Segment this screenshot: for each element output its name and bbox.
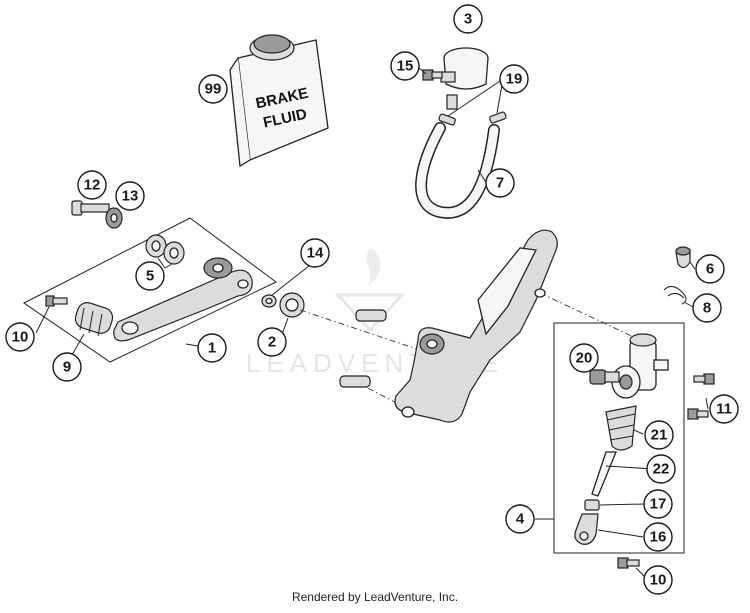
svg-text:21: 21 — [651, 427, 668, 444]
footer-credit: Rendered by LeadVenture, Inc. — [291, 590, 459, 604]
callout-4: 4 — [505, 504, 535, 534]
leader-lines — [35, 66, 709, 579]
callout-16: 16 — [643, 522, 673, 552]
callout-8: 8 — [692, 293, 722, 323]
svg-text:7: 7 — [496, 175, 504, 192]
callout-9: 9 — [52, 352, 82, 382]
lever-bearings — [145, 234, 185, 265]
brake-hose — [415, 122, 500, 219]
assembly-line-pivot — [299, 309, 421, 351]
return-spring — [279, 292, 305, 318]
push-rod — [591, 451, 617, 497]
svg-text:99: 99 — [205, 81, 222, 98]
svg-text:15: 15 — [397, 58, 414, 75]
svg-text:10: 10 — [12, 329, 29, 346]
callout-2: 2 — [257, 327, 287, 357]
bracket-pin-lower — [339, 375, 371, 388]
bracket-pin-upper — [355, 309, 387, 322]
callout-12: 12 — [77, 170, 107, 200]
pivot-washer — [105, 207, 123, 229]
svg-text:4: 4 — [516, 511, 525, 528]
svg-text:16: 16 — [650, 529, 667, 546]
lever-rubber-pad — [74, 302, 114, 337]
svg-text:2: 2 — [268, 334, 276, 351]
callout-7: 7 — [485, 168, 515, 198]
svg-text:8: 8 — [703, 300, 711, 317]
svg-text:14: 14 — [307, 245, 324, 262]
svg-text:12: 12 — [84, 177, 101, 194]
lever-group-outline — [23, 217, 277, 363]
callout-22: 22 — [646, 454, 676, 484]
callout-11: 11 — [709, 394, 739, 424]
callout-13: 13 — [115, 181, 145, 211]
lock-nut — [584, 499, 600, 511]
callout-6: 6 — [695, 254, 725, 284]
callout-21: 21 — [644, 420, 674, 450]
callout-1: 1 — [197, 333, 227, 363]
hose-clamps — [438, 111, 507, 126]
svg-text:13: 13 — [122, 188, 139, 205]
dust-boot — [605, 405, 637, 451]
callout-14: 14 — [300, 238, 330, 268]
callout-10-left: 10 — [5, 322, 35, 352]
reservoir-cap — [675, 246, 691, 269]
spring-washer — [261, 294, 277, 308]
master-cylinder-bolts — [687, 373, 715, 420]
callout-20: 20 — [569, 343, 599, 373]
brake-lever — [113, 257, 253, 342]
watermark-flame-icon — [366, 248, 381, 286]
hose-clip — [663, 286, 687, 305]
callout-15: 15 — [390, 51, 420, 81]
clevis-bolt — [617, 557, 640, 569]
fluid-reservoir — [440, 47, 489, 110]
callout-99: 99 — [198, 74, 228, 104]
master-cylinder — [611, 333, 669, 399]
svg-text:9: 9 — [63, 359, 71, 376]
svg-text:22: 22 — [653, 461, 670, 478]
svg-text:20: 20 — [576, 350, 593, 367]
callout-10-right: 10 — [643, 565, 673, 595]
callout-5: 5 — [135, 261, 165, 291]
assembly-line-master — [539, 292, 641, 341]
svg-text:3: 3 — [464, 11, 472, 28]
callout-17: 17 — [643, 489, 673, 519]
callout-3: 3 — [453, 4, 483, 34]
svg-text:6: 6 — [706, 261, 714, 278]
svg-text:5: 5 — [146, 268, 154, 285]
svg-text:11: 11 — [716, 401, 732, 418]
brake-fluid-bottle: BRAKE FLUID — [229, 34, 329, 168]
footrest-bracket — [394, 229, 558, 423]
lever-bolt — [45, 295, 68, 307]
pivot-screw — [71, 200, 110, 216]
svg-text:17: 17 — [650, 496, 667, 513]
callout-19: 19 — [499, 64, 529, 94]
svg-text:10: 10 — [650, 572, 667, 589]
reservoir-bolt — [422, 69, 443, 81]
clevis — [574, 513, 599, 545]
master-cylinder-group-outline — [553, 322, 685, 554]
svg-text:19: 19 — [506, 71, 523, 88]
banjo-fitting — [589, 369, 620, 385]
svg-text:1: 1 — [208, 340, 216, 357]
